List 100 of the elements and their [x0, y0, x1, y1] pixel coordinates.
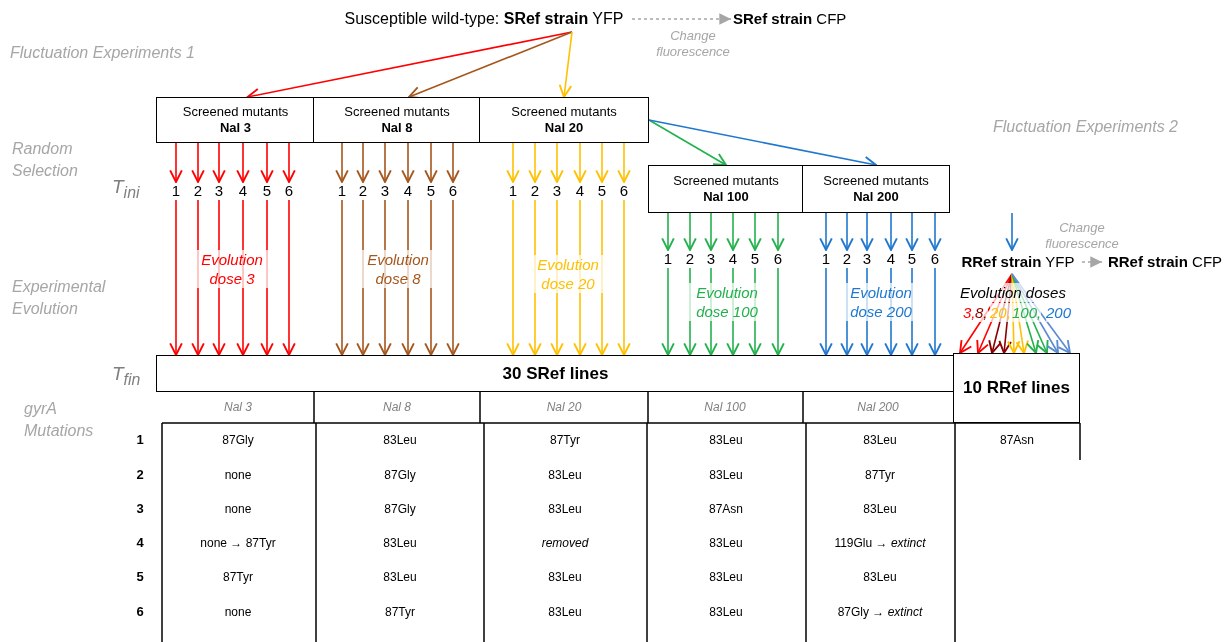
line-number: 3 — [859, 250, 875, 268]
line-number: 4 — [572, 182, 588, 200]
stage-label: Fluctuation Experiments 2 — [993, 117, 1178, 137]
arrow — [819, 212, 833, 251]
lines-box: 30 SRef lines — [156, 355, 955, 392]
row-number: 3 — [135, 501, 145, 517]
mutant-box — [802, 165, 950, 213]
arrow — [335, 142, 349, 183]
arrow — [771, 267, 785, 356]
strain-label: Susceptible wild-type: SRef strain YFP — [338, 6, 630, 32]
arrow — [648, 119, 727, 166]
arrow — [819, 267, 833, 356]
arrow — [748, 212, 762, 251]
arrow — [1005, 212, 1019, 251]
mutation-label: 83Leu — [708, 467, 744, 483]
line-number: 3 — [549, 182, 565, 200]
mutant-box — [156, 97, 315, 143]
box-heading: Screened mutants — [182, 104, 289, 120]
mutation-label: 87Tyr — [864, 467, 896, 483]
dose-label: Nal 8 — [381, 120, 413, 136]
line-number: 1 — [334, 182, 350, 200]
line-number: 2 — [355, 182, 371, 200]
arrow — [356, 142, 370, 183]
mutation-label: 87Asn — [708, 501, 744, 517]
line-number: 2 — [839, 250, 855, 268]
mutation-label: 87Asn — [999, 432, 1035, 448]
mutation-label: 83Leu — [382, 569, 418, 585]
line-number: 2 — [527, 182, 543, 200]
mutation-label: 83Leu — [708, 604, 744, 620]
mutation-label: 83Leu — [382, 535, 418, 551]
mutation-label: none — [223, 467, 253, 483]
mutation-label: 87Gly → extinct — [836, 604, 924, 620]
dose-value: 100, — [1012, 303, 1042, 322]
line-number: 6 — [927, 250, 943, 268]
mutation-label: 83Leu — [382, 432, 418, 448]
mutation-label: 83Leu — [862, 501, 898, 517]
arrow — [446, 142, 460, 183]
arrow — [661, 267, 675, 356]
mutant-box — [648, 165, 804, 213]
column-header: Nal 20 — [545, 400, 583, 414]
stage-label: Random Selection — [12, 139, 79, 181]
arrow — [335, 199, 349, 356]
mutation-label: none — [223, 604, 253, 620]
arrow — [282, 142, 296, 183]
arrow — [236, 142, 250, 183]
arrow — [550, 142, 564, 183]
strain-label: RRef strain CFP — [1104, 250, 1226, 274]
dashed-arrow — [631, 13, 732, 25]
arrow — [928, 267, 942, 356]
mutation-label: 83Leu — [708, 535, 744, 551]
column-header: Nal 8 — [382, 400, 412, 414]
arrow — [884, 212, 898, 251]
arrow — [573, 142, 587, 183]
line-number: 5 — [259, 182, 275, 200]
box-heading: Screened mutants — [344, 104, 450, 120]
dose-label: Nal 100 — [703, 189, 749, 205]
line-number: 1 — [660, 250, 676, 268]
column-header: Nal 200 — [856, 400, 900, 414]
arrow — [169, 142, 183, 183]
line-number: 3 — [211, 182, 227, 200]
mutation-label: none → 87Tyr — [199, 535, 277, 551]
arrow — [424, 142, 438, 183]
arrow — [378, 142, 392, 183]
arrow — [506, 199, 520, 356]
mutation-label: 87Tyr — [222, 569, 254, 585]
time-label: T$_{ini}$ — [112, 176, 140, 203]
row-number: 5 — [135, 569, 145, 585]
mutant-box — [313, 97, 481, 143]
mutation-label: 83Leu — [547, 501, 583, 517]
lines-box: 10 RRef lines — [953, 353, 1080, 423]
mutation-label: 87Tyr — [384, 604, 416, 620]
box-heading: Screened mutants — [511, 104, 617, 120]
line-number: 5 — [423, 182, 439, 200]
box-heading: Screened mutants — [673, 173, 779, 189]
row-number: 4 — [135, 535, 145, 551]
row-number: 2 — [135, 467, 145, 483]
mutation-label: removed — [540, 535, 590, 551]
arrow — [401, 142, 415, 183]
arrow — [282, 199, 296, 356]
mutation-label: 83Leu — [862, 569, 898, 585]
dose-label: Nal 3 — [219, 120, 252, 136]
mutation-label: 87Gly — [383, 467, 417, 483]
mutation-label: none — [223, 501, 253, 517]
arrow — [260, 142, 274, 183]
arrow — [212, 142, 226, 183]
dose-label: Nal 200 — [853, 189, 899, 205]
row-number: 6 — [135, 604, 145, 620]
arrow — [595, 142, 609, 183]
arrow — [558, 31, 573, 98]
line-number: 2 — [682, 250, 698, 268]
mutation-label: 83Leu — [547, 467, 583, 483]
stage-label: Fluctuation Experiments 1 — [10, 43, 195, 63]
mutation-label: 119Glu → extinct — [833, 535, 927, 551]
time-label: T$_{fin}$ — [112, 363, 141, 390]
mutation-label: 83Leu — [547, 604, 583, 620]
line-number: 5 — [594, 182, 610, 200]
arrow — [169, 199, 183, 356]
column-header: Nal 100 — [703, 400, 747, 414]
box-heading: Screened mutants — [823, 173, 929, 189]
line-number: 2 — [190, 182, 206, 200]
